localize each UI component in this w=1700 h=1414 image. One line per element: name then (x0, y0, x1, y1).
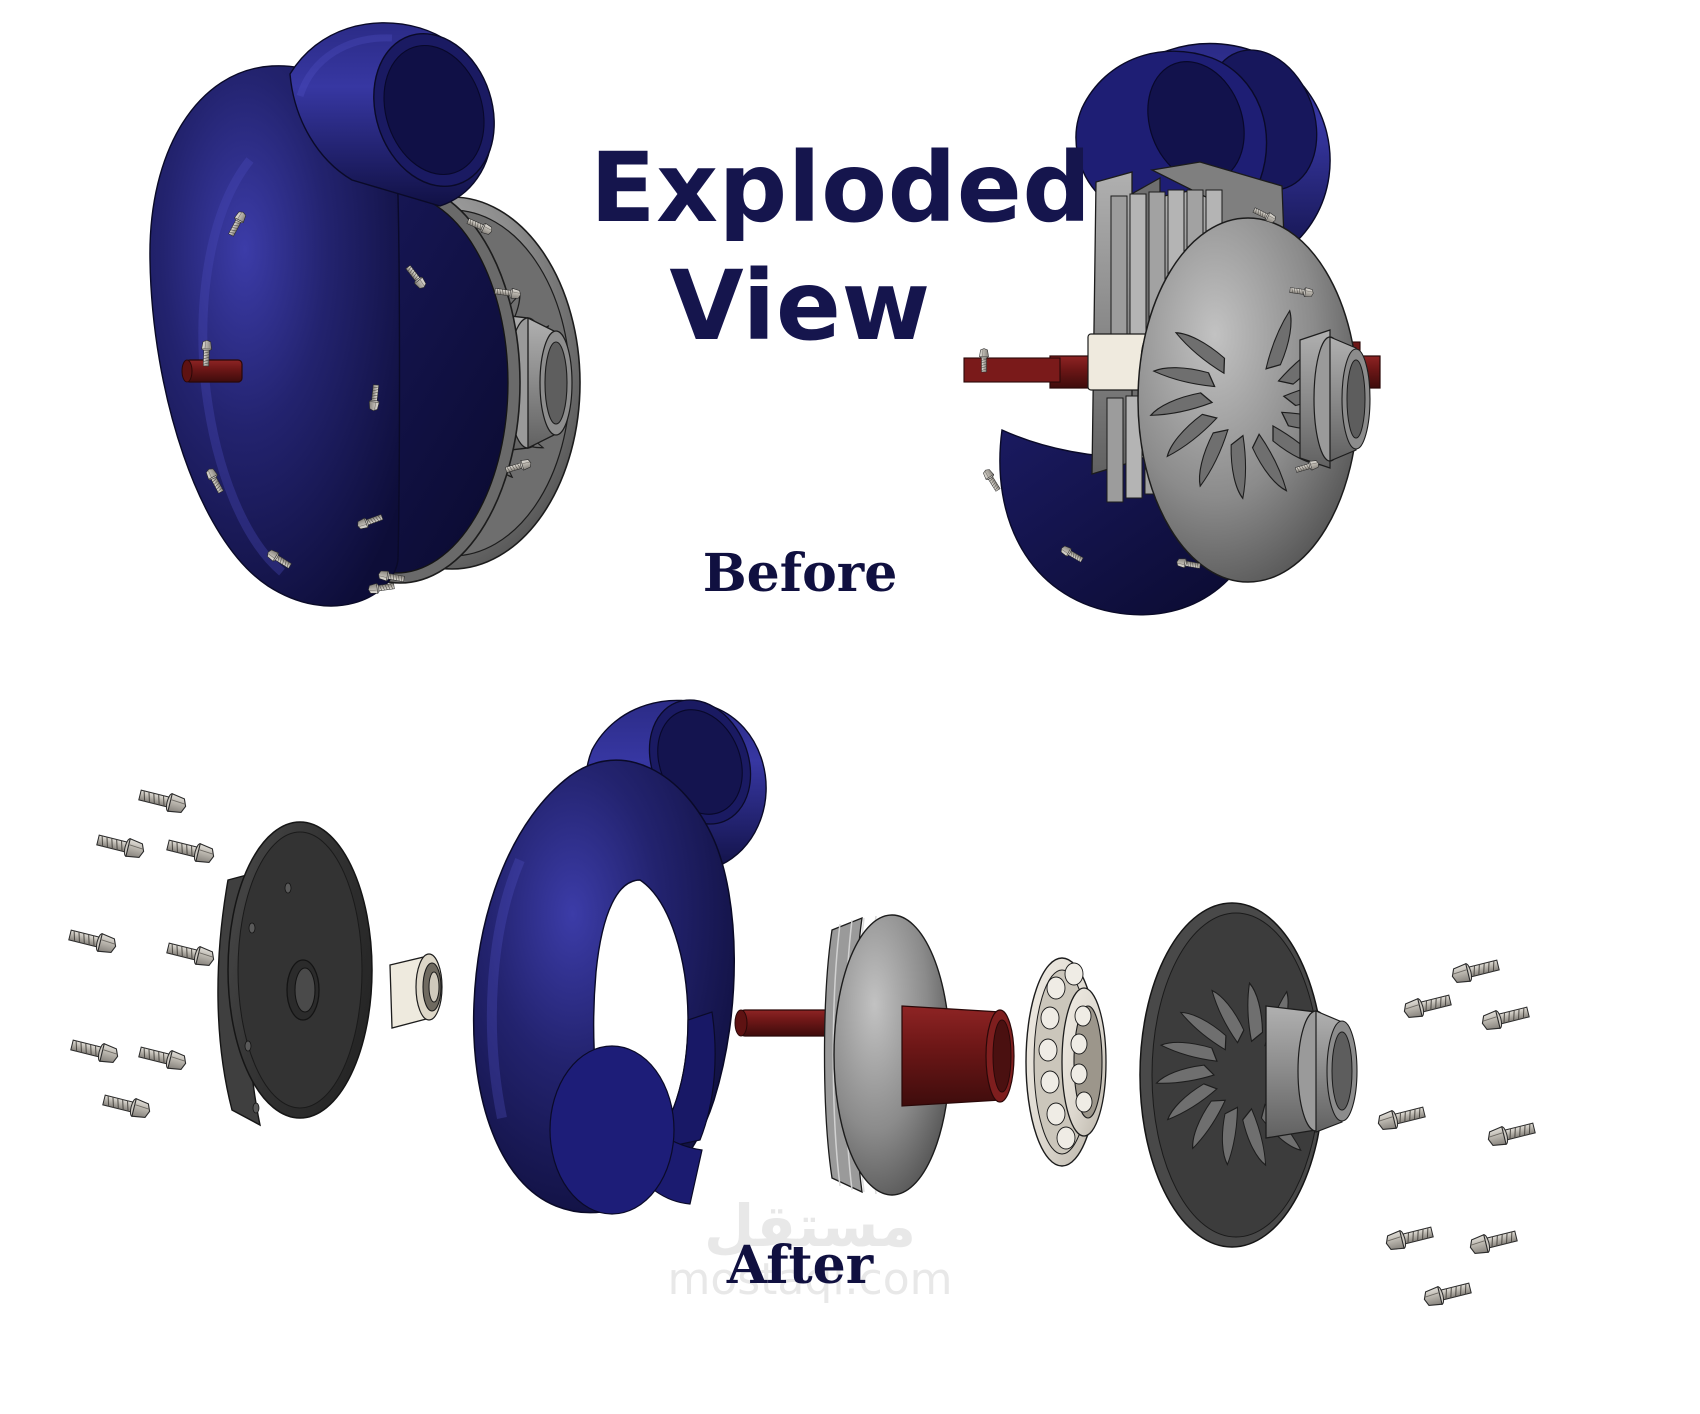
volute-casing (149, 65, 401, 607)
suction-cone (467, 310, 573, 456)
cover-plate (217, 821, 373, 1127)
page-title-line2: View (669, 250, 931, 362)
key-block (1207, 281, 1245, 307)
page-title-line1: Exploded (590, 132, 1092, 244)
drive-shaft (734, 1009, 871, 1037)
bolt-group-right (1375, 955, 1537, 1309)
bushing (389, 953, 443, 1029)
bearing-housing (1091, 161, 1291, 475)
impeller (1139, 902, 1358, 1248)
section-label-after: After (726, 1235, 874, 1296)
cutaway-outlet-back (1107, 42, 1331, 272)
impeller (323, 196, 581, 570)
cutaway-impeller (1137, 217, 1371, 583)
drive-shaft-section (963, 341, 1381, 405)
finned-hub-lower (1106, 391, 1219, 503)
finned-hub-upper (1110, 189, 1223, 351)
finned-hub (823, 914, 1015, 1196)
volute-casing (472, 699, 767, 1215)
flange-bolts (200, 209, 533, 595)
drive-shaft (181, 359, 243, 383)
cutaway-outlet-front (1075, 50, 1268, 233)
section-cutaway-view (963, 42, 1381, 616)
casing-flange (279, 182, 521, 584)
bolt-group-left (67, 785, 217, 1121)
ball-bearing (1025, 957, 1107, 1167)
cutaway-casing-lower (999, 428, 1263, 616)
bushing (1087, 333, 1160, 391)
discharge-outlet (289, 22, 495, 207)
section-label-before: Before (702, 543, 898, 604)
ball-bearings (1154, 329, 1231, 427)
assembled-pump-view (149, 22, 581, 607)
exploded-assembly-view (67, 699, 1537, 1309)
cutaway-flange-bolts (979, 205, 1321, 571)
